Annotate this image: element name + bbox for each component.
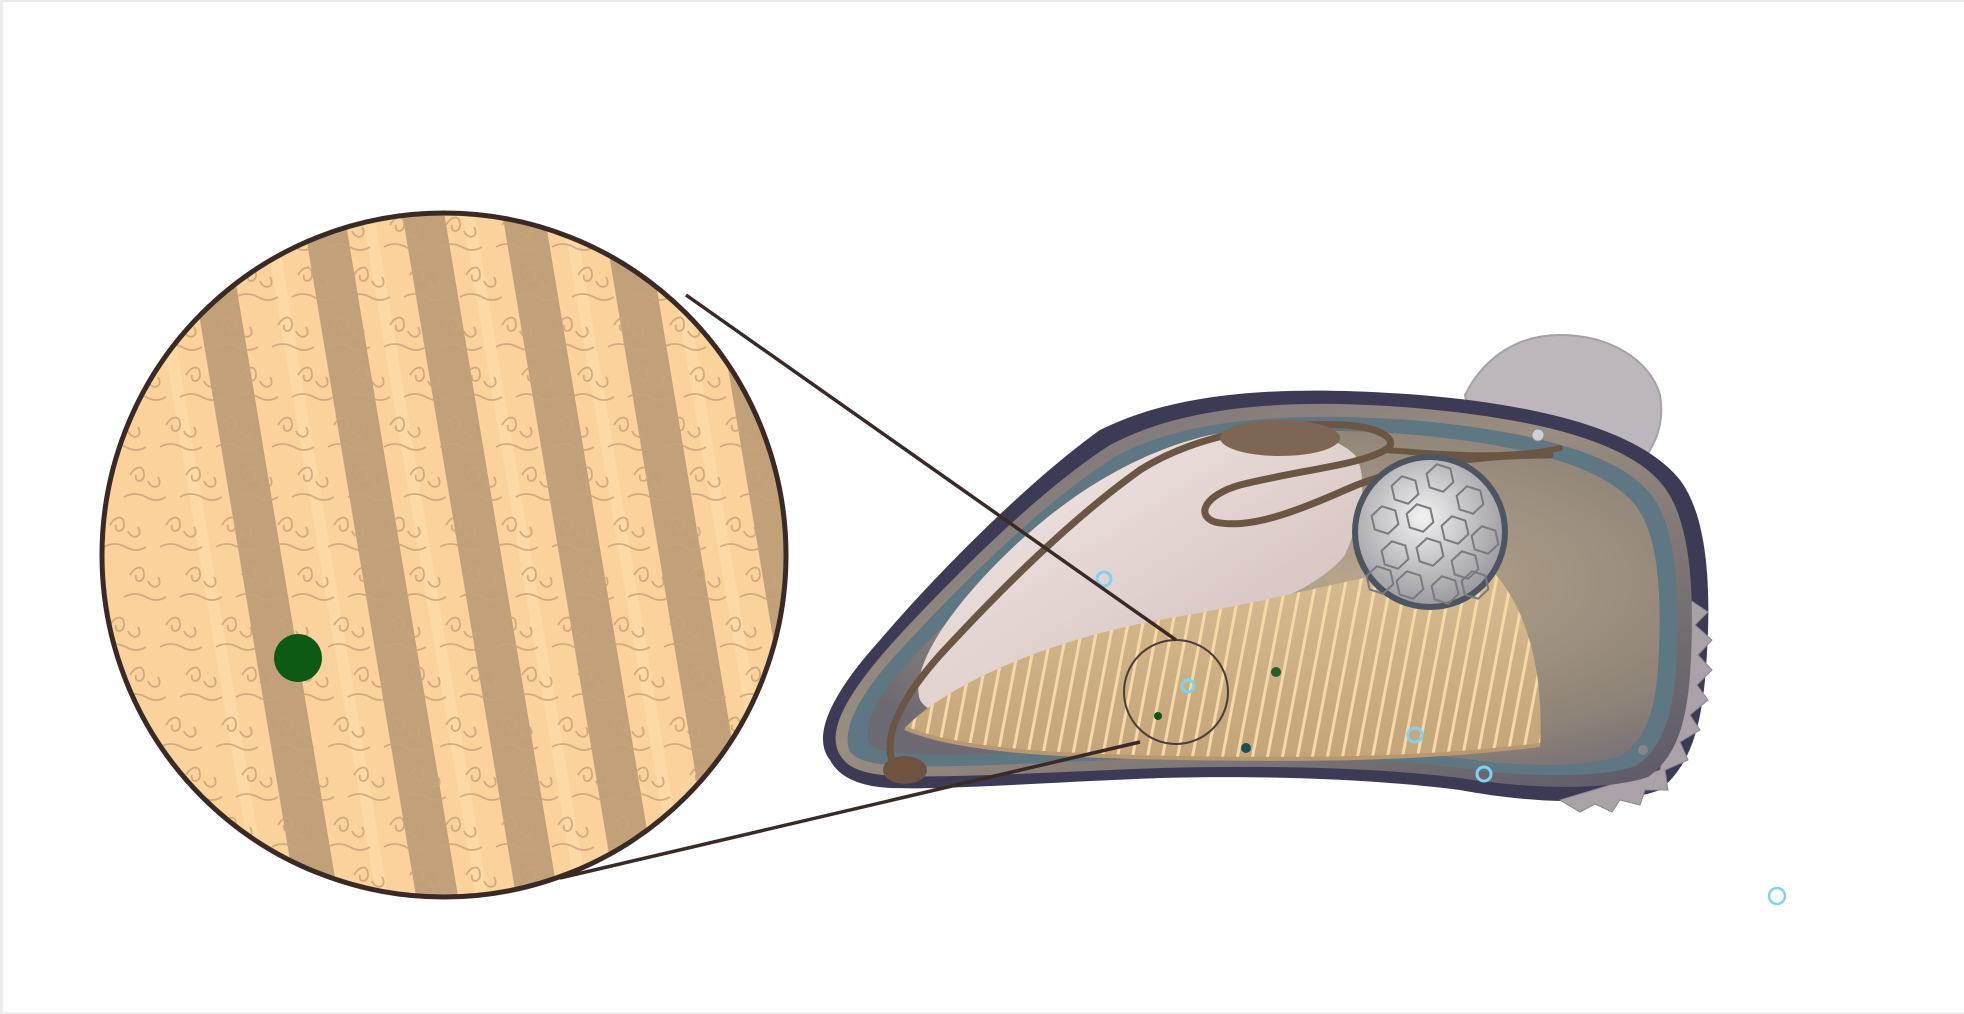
zoom-cilia-texture <box>104 318 146 351</box>
zoom-cilia-texture <box>160 218 202 251</box>
zoom-cilia-texture <box>740 868 782 901</box>
zoom-algae-particle <box>274 634 322 682</box>
zoom-cilia-texture <box>236 868 278 901</box>
zoom-cilia-texture <box>664 218 706 251</box>
zoom-cilia-texture <box>180 268 222 301</box>
zoom-cilia-texture <box>104 818 146 851</box>
zoom-cilia-texture <box>124 768 166 801</box>
zoom-cilia-texture <box>608 218 650 251</box>
zoom-cilia-texture <box>104 218 146 251</box>
zoom-cilia-texture <box>740 268 782 301</box>
zoom-cilia-texture <box>124 868 166 901</box>
adductor-muscle <box>883 756 927 784</box>
zoom-cilia-texture <box>740 768 782 801</box>
zoom-cilia-texture <box>628 868 670 901</box>
siphon-pore <box>1532 429 1544 441</box>
gonad <box>1352 454 1508 610</box>
zoom-cilia-texture <box>104 718 146 751</box>
zoom-cilia-texture <box>684 268 726 301</box>
zoom-magnifier <box>102 200 862 920</box>
zoom-cilia-texture <box>216 218 258 251</box>
zoom-cilia-texture <box>124 268 166 301</box>
digestive-gland <box>1220 420 1340 456</box>
mussel <box>823 335 1712 812</box>
zoom-cilia-texture <box>160 818 202 851</box>
zoom-cilia-texture <box>720 218 762 251</box>
algae-particle <box>1154 712 1162 720</box>
algae-particle <box>1241 743 1251 753</box>
zoom-cilia-texture <box>684 868 726 901</box>
bubble <box>1769 888 1785 904</box>
algae-particle <box>1271 667 1281 677</box>
edge-pore <box>1638 745 1648 755</box>
zoom-cilia-texture <box>180 868 222 901</box>
